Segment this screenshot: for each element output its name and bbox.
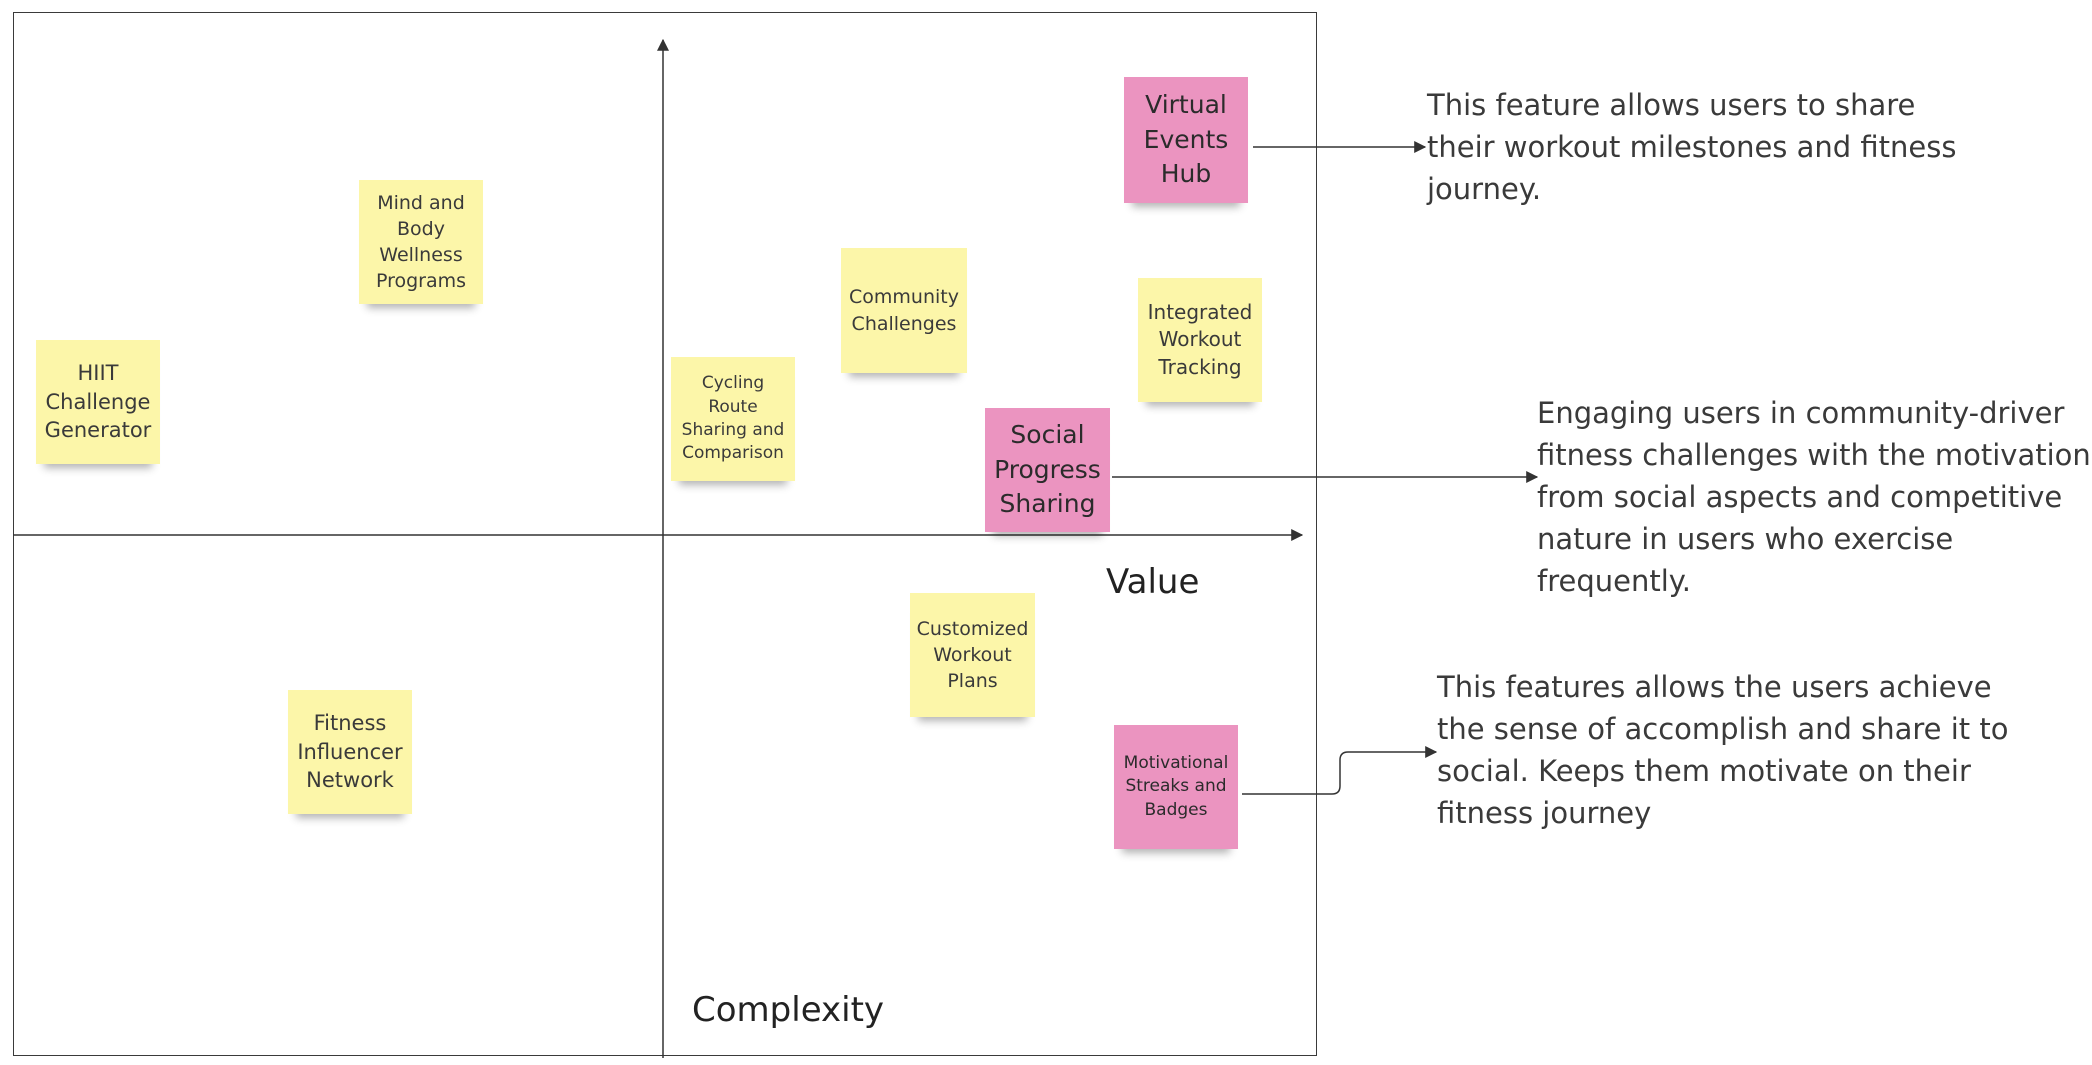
description-social-progress: Engaging users in community-driver fitne… (1537, 396, 2091, 599)
note-hiit-challenge-generator[interactable]: HIIT Challenge Generator (36, 340, 160, 464)
note-virtual-events-hub[interactable]: Virtual Events Hub (1124, 77, 1248, 203)
note-label: Virtual Events Hub (1143, 90, 1229, 189)
note-label: Community Challenges (849, 286, 959, 335)
note-cycling-route-sharing[interactable]: Cycling Route Sharing and Comparison (671, 357, 795, 481)
note-customized-workout-plans[interactable]: Customized Workout Plans (910, 593, 1035, 717)
matrix-frame (13, 12, 1317, 1056)
note-motivational-streaks-badges[interactable]: Motivational Streaks and Badges (1114, 725, 1238, 849)
connector-motivational-streaks (1242, 746, 1438, 795)
note-label: Motivational Streaks and Badges (1123, 752, 1229, 820)
note-mind-body-wellness[interactable]: Mind and Body Wellness Programs (359, 180, 483, 304)
note-label: HIIT Challenge Generator (44, 360, 152, 443)
note-label: Customized Workout Plans (916, 617, 1029, 693)
note-fitness-influencer-network[interactable]: Fitness Influencer Network (288, 690, 412, 814)
note-label: Integrated Workout Tracking (1147, 299, 1253, 379)
note-label: Fitness Influencer Network (297, 710, 403, 793)
note-label: Social Progress Sharing (994, 420, 1101, 519)
y-axis-label: Complexity (692, 990, 885, 1030)
note-social-progress-sharing[interactable]: Social Progress Sharing (985, 408, 1110, 532)
description-virtual-events: This feature allows users to share their… (1427, 88, 1957, 207)
note-label: Cycling Route Sharing and Comparison (681, 373, 785, 464)
description-motivational-streaks: This features allows the users achieve t… (1437, 670, 2009, 831)
note-integrated-workout-tracking[interactable]: Integrated Workout Tracking (1138, 278, 1262, 402)
note-label: Mind and Body Wellness Programs (375, 191, 467, 293)
note-community-challenges[interactable]: Community Challenges (841, 248, 967, 373)
x-axis-label: Value (1106, 562, 1200, 602)
